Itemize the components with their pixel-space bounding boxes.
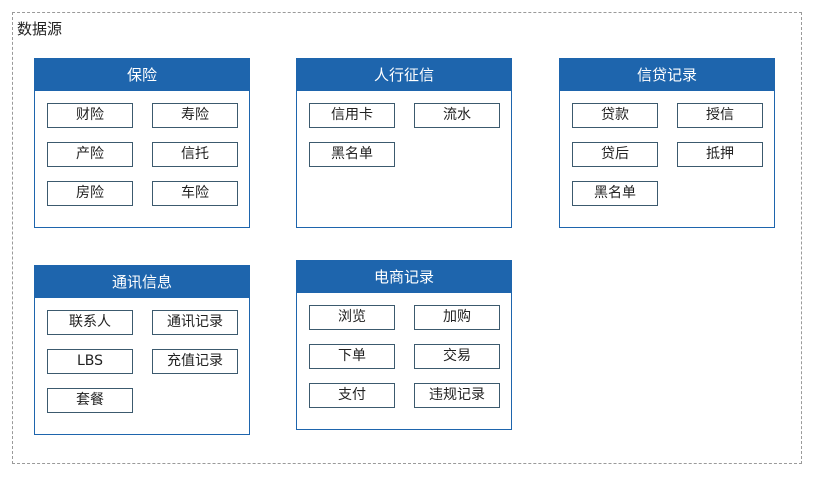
data-item: 套餐 [47,388,133,413]
data-item: 车险 [152,181,238,206]
group-header: 信贷记录 [560,59,774,91]
data-item: LBS [47,349,133,374]
data-item: 浏览 [309,305,395,330]
group-header: 人行征信 [297,59,511,91]
data-item: 联系人 [47,310,133,335]
data-item: 抵押 [677,142,763,167]
data-item: 信托 [152,142,238,167]
group-ecommerce-records: 电商记录浏览加购下单交易支付违规记录 [296,260,512,430]
data-item: 授信 [677,103,763,128]
data-item: 财险 [47,103,133,128]
group-insurance: 保险财险寿险产险信托房险车险 [34,58,250,228]
diagram-title: 数据源 [17,20,63,38]
group-header: 通讯信息 [35,266,249,298]
data-item: 充值记录 [152,349,238,374]
data-item: 寿险 [152,103,238,128]
data-source-container [12,12,802,464]
data-item: 违规记录 [414,383,500,408]
group-header: 保险 [35,59,249,91]
data-item: 黑名单 [572,181,658,206]
data-item: 通讯记录 [152,310,238,335]
data-item: 下单 [309,344,395,369]
data-item: 产险 [47,142,133,167]
group-telecom-info: 通讯信息联系人通讯记录 LBS 充值记录套餐 [34,265,250,435]
group-header: 电商记录 [297,261,511,293]
data-item: 贷款 [572,103,658,128]
data-item: 贷后 [572,142,658,167]
data-item: 交易 [414,344,500,369]
data-item: 黑名单 [309,142,395,167]
group-credit-bureau: 人行征信信用卡流水黑名单 [296,58,512,228]
group-loan-records: 信贷记录贷款授信贷后抵押黑名单 [559,58,775,228]
data-item: 信用卡 [309,103,395,128]
data-item: 房险 [47,181,133,206]
data-item: 支付 [309,383,395,408]
data-item: 加购 [414,305,500,330]
data-item: 流水 [414,103,500,128]
